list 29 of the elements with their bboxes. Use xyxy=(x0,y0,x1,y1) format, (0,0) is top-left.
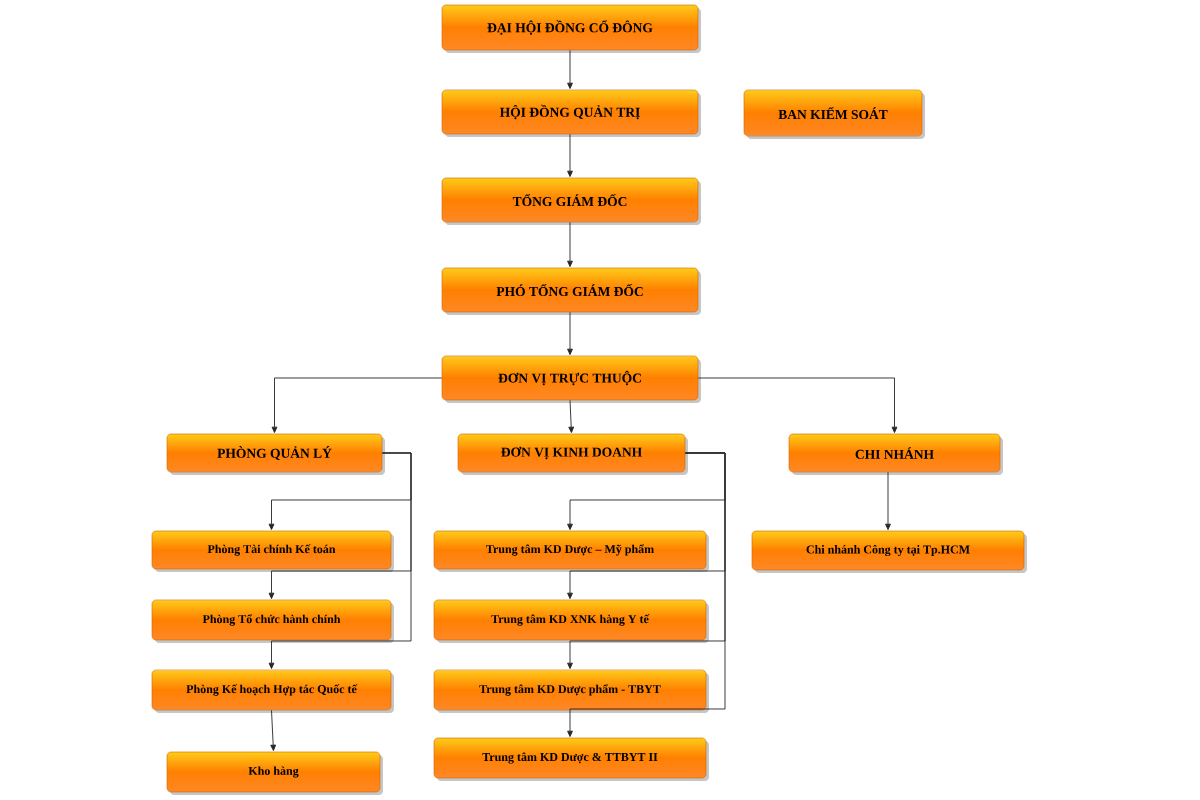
connector-arrow xyxy=(567,452,726,737)
connector-arrow xyxy=(567,133,573,177)
org-box: Trung tâm KD Dược – Mỹ phẩm xyxy=(433,530,709,572)
org-box: Chi nhánh Công ty tại Tp.HCM xyxy=(751,530,1027,573)
org-box: CHI NHÁNH xyxy=(788,433,1003,475)
org-box: Phòng Tài chính Kế toán xyxy=(151,530,394,572)
org-box: Kho hàng xyxy=(166,751,383,795)
connector-arrow xyxy=(271,377,443,433)
org-box: Phòng Kế hoạch Hợp tác Quốc tế xyxy=(151,669,394,713)
org-box: Phòng Tổ chức hành chính xyxy=(151,599,394,643)
org-box: Trung tâm KD Dược & TTBYT II xyxy=(433,737,709,781)
connector-arrow xyxy=(697,377,898,433)
connector-arrow xyxy=(270,709,277,751)
org-box: HỘI ĐỒNG QUẢN TRỊ xyxy=(441,89,701,137)
org-box: PHÓ TỔNG GIÁM ĐỐC xyxy=(441,267,701,315)
org-box: Trung tâm KD XNK hàng Y tế xyxy=(433,599,709,643)
org-box: PHÒNG QUẢN LÝ xyxy=(166,433,385,475)
connector-arrow xyxy=(567,311,573,355)
connector-arrow xyxy=(567,221,573,267)
org-box: ĐƠN VỊ KINH DOANH xyxy=(457,433,688,475)
connector-arrow xyxy=(567,49,573,89)
org-box: TỔNG GIÁM ĐỐC xyxy=(441,177,701,225)
org-box: ĐẠI HỘI ĐỒNG CỔ ĐÔNG xyxy=(441,4,701,53)
connector-arrow xyxy=(885,471,891,530)
connector-arrow xyxy=(568,399,575,433)
org-box: BAN KIỂM SOÁT xyxy=(743,89,925,139)
connector-arrow xyxy=(268,452,412,669)
org-box: Trung tâm KD Dược phẩm - TBYT xyxy=(433,669,709,713)
org-box: ĐƠN VỊ TRỰC THUỘC xyxy=(441,355,701,403)
